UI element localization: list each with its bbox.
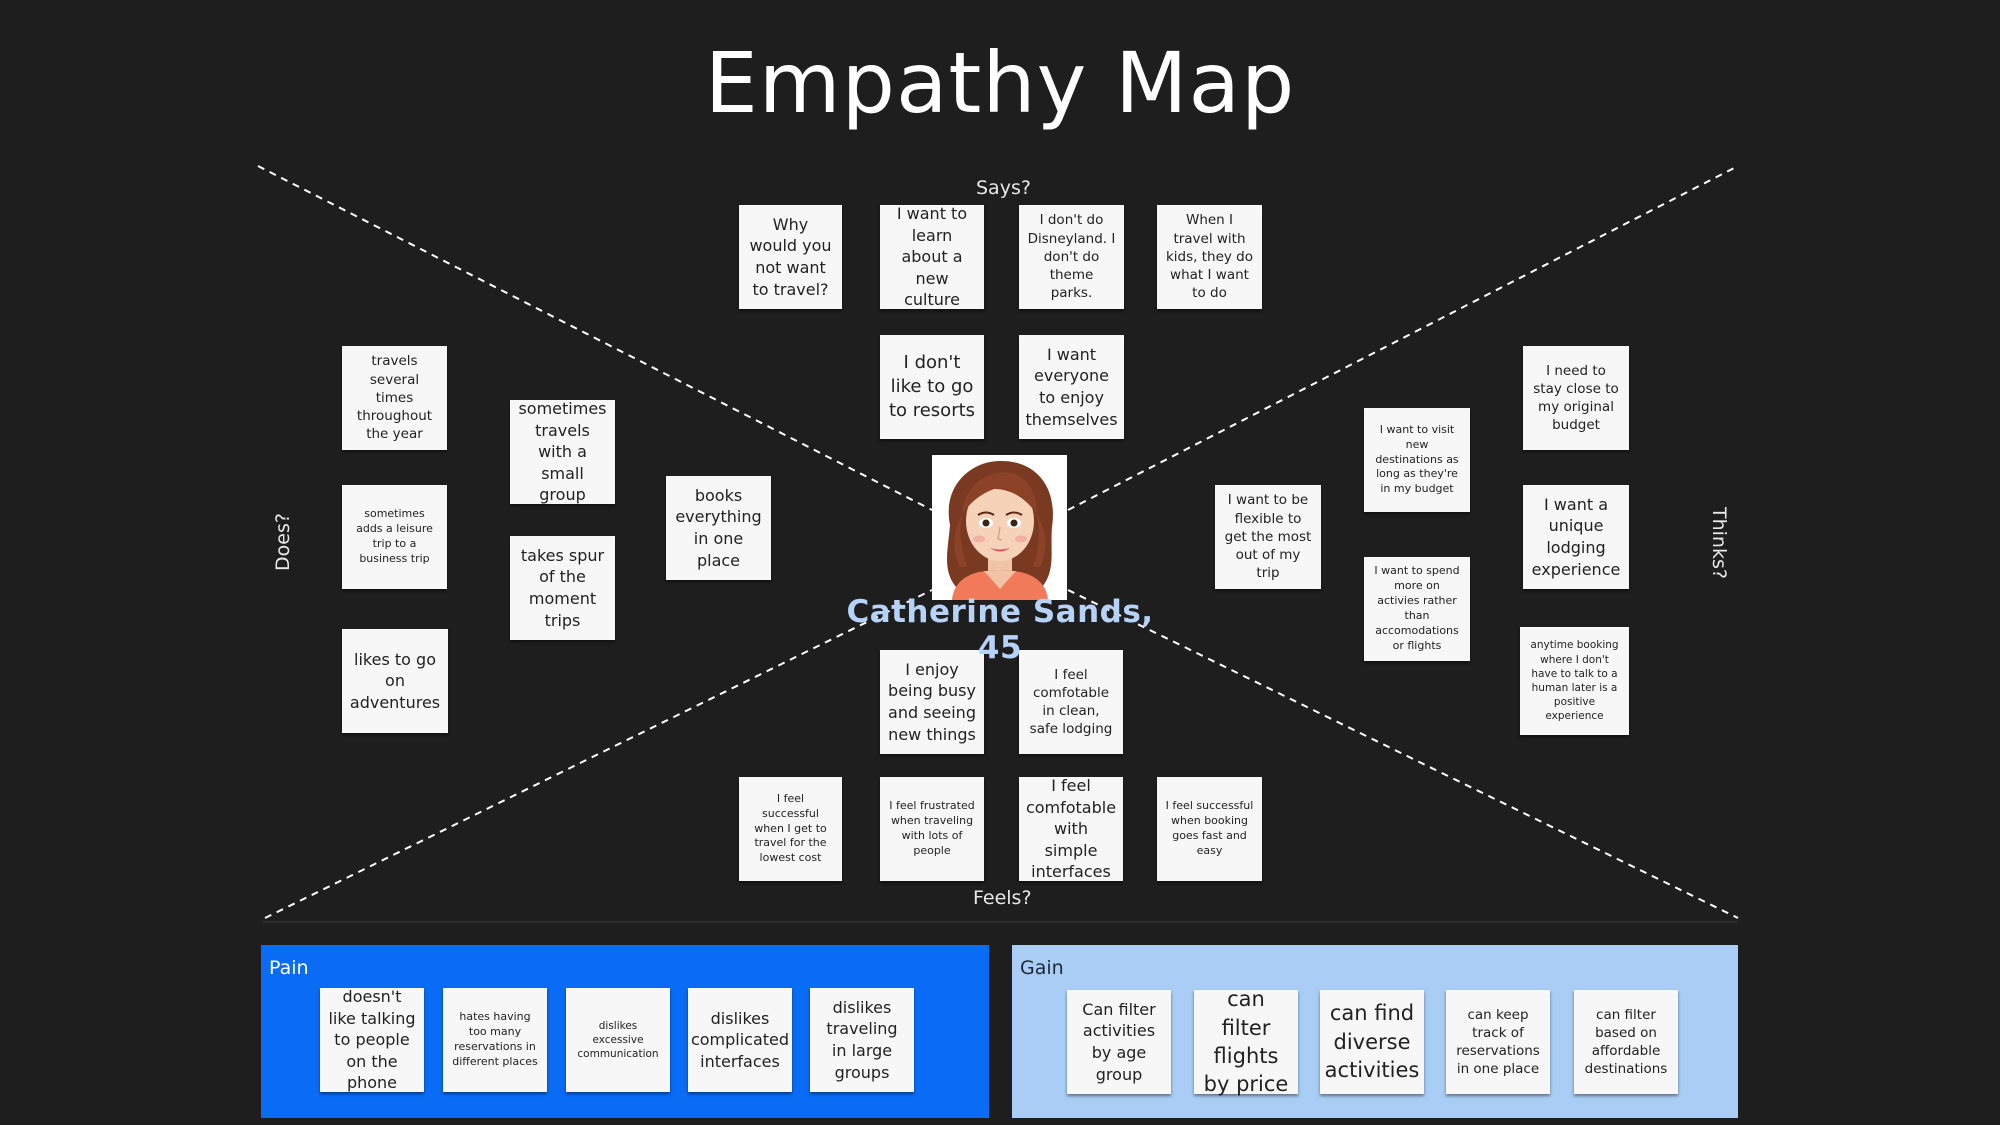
thinks-note[interactable]: I want to be flexible to get the most ou… [1215, 485, 1321, 589]
says-note[interactable]: I want everyone to enjoy themselves [1019, 335, 1124, 439]
pain-label: Pain [269, 957, 309, 979]
pain-note[interactable]: dislikes excessive communication [566, 988, 670, 1092]
woman-avatar-icon [932, 455, 1067, 600]
says-note[interactable]: I don't do Disneyland. I don't do theme … [1019, 205, 1124, 309]
thinks-note[interactable]: I need to stay close to my original budg… [1523, 346, 1629, 450]
gain-note[interactable]: can filter based on affordable destinati… [1574, 990, 1678, 1094]
says-note[interactable]: When I travel with kids, they do what I … [1157, 205, 1262, 309]
thinks-note[interactable]: I want to spend more on activies rather … [1364, 557, 1470, 661]
feels-note[interactable]: I enjoy being busy and seeing new things [880, 650, 984, 754]
says-note[interactable]: I don't like to go to resorts [880, 335, 984, 439]
gain-note[interactable]: can keep track of reservations in one pl… [1446, 990, 1550, 1094]
feels-note[interactable]: I feel comfotable with simple interfaces [1019, 776, 1123, 881]
feels-note[interactable]: I feel frustrated when traveling with lo… [880, 777, 984, 881]
feels-note[interactable]: I feel successful when booking goes fast… [1157, 777, 1262, 881]
does-note[interactable]: sometimes travels with a small group [510, 399, 615, 504]
quadrant-label-feels: Feels? [973, 887, 1032, 909]
divider-top-right [1067, 165, 1739, 511]
thinks-note[interactable]: I want a unique lodging experience [1523, 485, 1629, 589]
divider-top-left [257, 165, 933, 511]
says-note[interactable]: Why would you not want to travel? [739, 205, 842, 309]
persona-name: Catherine Sands, 45 [846, 594, 1154, 666]
gain-label: Gain [1020, 957, 1064, 979]
thinks-note[interactable]: anytime booking where I don't have to ta… [1520, 627, 1629, 735]
gain-note[interactable]: can find diverse activities [1320, 990, 1424, 1094]
quadrant-label-thinks: Thinks? [1708, 507, 1730, 579]
does-note[interactable]: takes spur of the moment trips [510, 536, 615, 640]
pain-note[interactable]: hates having too many reservations in di… [443, 988, 547, 1092]
feels-note[interactable]: I feel successful when I get to travel f… [739, 777, 842, 881]
gain-note[interactable]: can filter flights by price [1194, 987, 1298, 1096]
feels-note[interactable]: I feel comfotable in clean, safe lodging [1019, 650, 1123, 754]
pain-note[interactable]: dislikes complicated interfaces [688, 988, 792, 1092]
pain-note[interactable]: dislikes traveling in large groups [810, 988, 914, 1092]
gain-note[interactable]: Can filter activities by age group [1067, 990, 1171, 1094]
does-note[interactable]: travels several times throughout the yea… [342, 346, 447, 450]
does-note[interactable]: sometimes adds a leisure trip to a busin… [342, 485, 447, 589]
quadrant-label-says: Says? [976, 177, 1031, 199]
does-note[interactable]: likes to go on adventures [342, 629, 448, 733]
thinks-note[interactable]: I want to visit new destinations as long… [1364, 408, 1470, 512]
does-note[interactable]: books everything in one place [666, 476, 771, 580]
page-title: Empathy Map [704, 34, 1296, 132]
quadrant-label-does: Does? [272, 513, 294, 571]
divider-bottom-left [264, 589, 933, 919]
pain-note[interactable]: doesn't like talking to people on the ph… [320, 987, 424, 1092]
says-note[interactable]: I want to learn about a new culture [880, 204, 984, 309]
